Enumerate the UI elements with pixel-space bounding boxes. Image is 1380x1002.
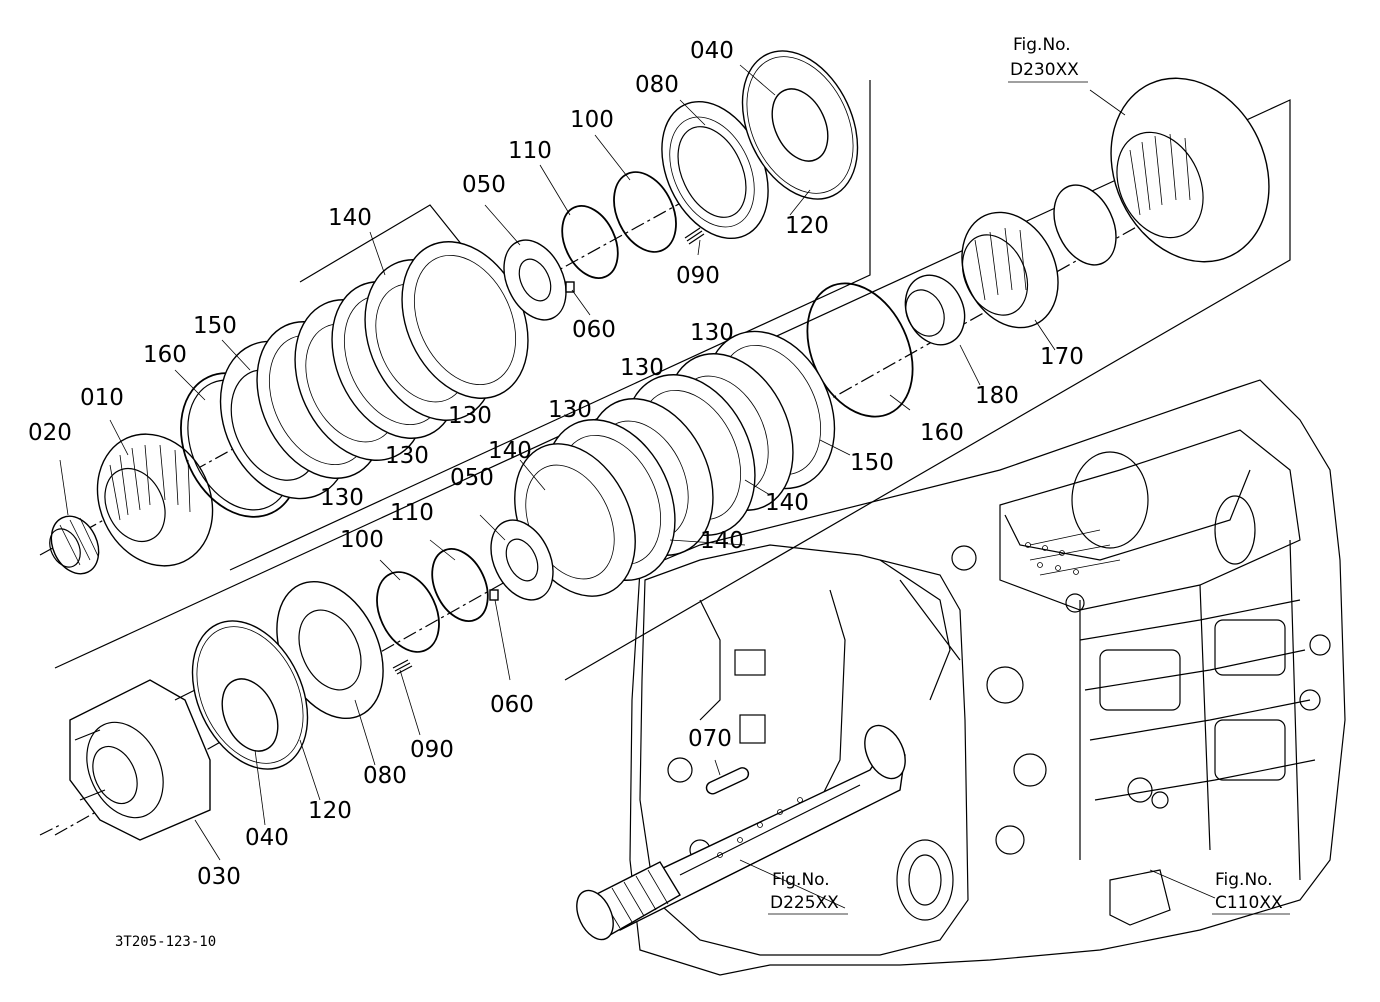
- label-120-upper: 120: [785, 213, 829, 239]
- label-040-upper: 040: [690, 38, 734, 64]
- part-060-pin-upper: [565, 281, 575, 293]
- label-090-upper: 090: [676, 263, 720, 289]
- label-140-lower-a: 140: [765, 490, 809, 516]
- upper-clutch-discs: [256, 241, 529, 479]
- part-170-hub: [961, 211, 1059, 329]
- label-140-lower-b: 140: [700, 528, 744, 554]
- label-150-lower: 150: [850, 450, 894, 476]
- label-110-upper: 110: [508, 138, 552, 164]
- part-040-seal-upper: [771, 88, 829, 162]
- part-plate-d230: [1053, 184, 1117, 266]
- label-140-lower-c: 140: [488, 438, 532, 464]
- part-110-snap-ring-upper: [561, 205, 619, 279]
- label-060-lower: 060: [490, 692, 534, 718]
- label-060-upper: 060: [572, 317, 616, 343]
- fig-ref-d225-code[interactable]: D225XX: [770, 893, 839, 913]
- part-030-drum: [69, 679, 211, 841]
- label-040-lower: 040: [245, 825, 289, 851]
- label-020: 020: [28, 420, 72, 446]
- label-100-lower: 100: [340, 527, 384, 553]
- part-100-ring-lower: [376, 571, 440, 653]
- label-070: 070: [688, 726, 732, 752]
- fig-ref-d230-code[interactable]: D230XX: [1010, 60, 1079, 80]
- part-040-seal-lower: [221, 678, 279, 752]
- transmission-housing: [629, 379, 1346, 976]
- part-090-spring-lower: [392, 659, 413, 675]
- label-160-upper: 160: [143, 342, 187, 368]
- label-120-lower: 120: [308, 798, 352, 824]
- part-010-gear: [96, 433, 214, 567]
- label-170: 170: [1040, 344, 1084, 370]
- label-100-upper: 100: [570, 107, 614, 133]
- shaft-spline: [576, 861, 681, 941]
- label-080-lower: 080: [363, 763, 407, 789]
- label-130-upper-c: 130: [320, 485, 364, 511]
- label-090-lower: 090: [410, 737, 454, 763]
- label-050-upper: 050: [462, 172, 506, 198]
- label-150-upper: 150: [193, 313, 237, 339]
- main-shaft: [576, 724, 906, 941]
- label-050-lower: 050: [450, 465, 494, 491]
- fig-ref-d225[interactable]: Fig.No. D225XX: [768, 870, 848, 915]
- label-110-lower: 110: [390, 500, 434, 526]
- fig-ref-d230-title: Fig.No.: [1013, 35, 1071, 55]
- label-160-lower: 160: [920, 420, 964, 446]
- part-110-snap-ring-lower: [431, 548, 489, 622]
- part-050-washer-lower: [490, 519, 554, 601]
- part-180-bearing: [904, 274, 966, 346]
- fig-ref-d230[interactable]: Fig.No. D230XX: [1008, 35, 1088, 83]
- part-060-pin-lower: [489, 589, 499, 601]
- label-130-lower-b: 130: [620, 355, 664, 381]
- leader-lines: [59, 64, 1216, 909]
- label-030: 030: [197, 864, 241, 890]
- fig-ref-d225-title: Fig.No.: [772, 870, 830, 890]
- part-labels: 020 010 160 150 140 050 110 100 080 040 …: [28, 38, 1084, 890]
- fig-ref-c110-code[interactable]: C110XX: [1215, 893, 1283, 913]
- label-130-upper-b: 130: [385, 443, 429, 469]
- part-020-bearing: [49, 515, 100, 575]
- label-130-lower-c: 130: [548, 397, 592, 423]
- label-130-upper-a: 130: [448, 403, 492, 429]
- label-180: 180: [975, 383, 1019, 409]
- label-140-upper: 140: [328, 205, 372, 231]
- label-080-upper: 080: [635, 72, 679, 98]
- label-130-lower-a: 130: [690, 320, 734, 346]
- part-d230-drum: [1110, 77, 1270, 263]
- part-100-ring-upper: [613, 171, 677, 253]
- label-010: 010: [80, 385, 124, 411]
- lower-clutch-discs: [514, 330, 836, 597]
- fig-ref-c110-title: Fig.No.: [1215, 870, 1273, 890]
- upper-group-outline: [229, 80, 871, 571]
- diagram-code: 3T205-123-10: [115, 934, 216, 950]
- part-090-spring-upper: [684, 227, 705, 245]
- fig-ref-c110[interactable]: Fig.No. C110XX: [1212, 870, 1290, 915]
